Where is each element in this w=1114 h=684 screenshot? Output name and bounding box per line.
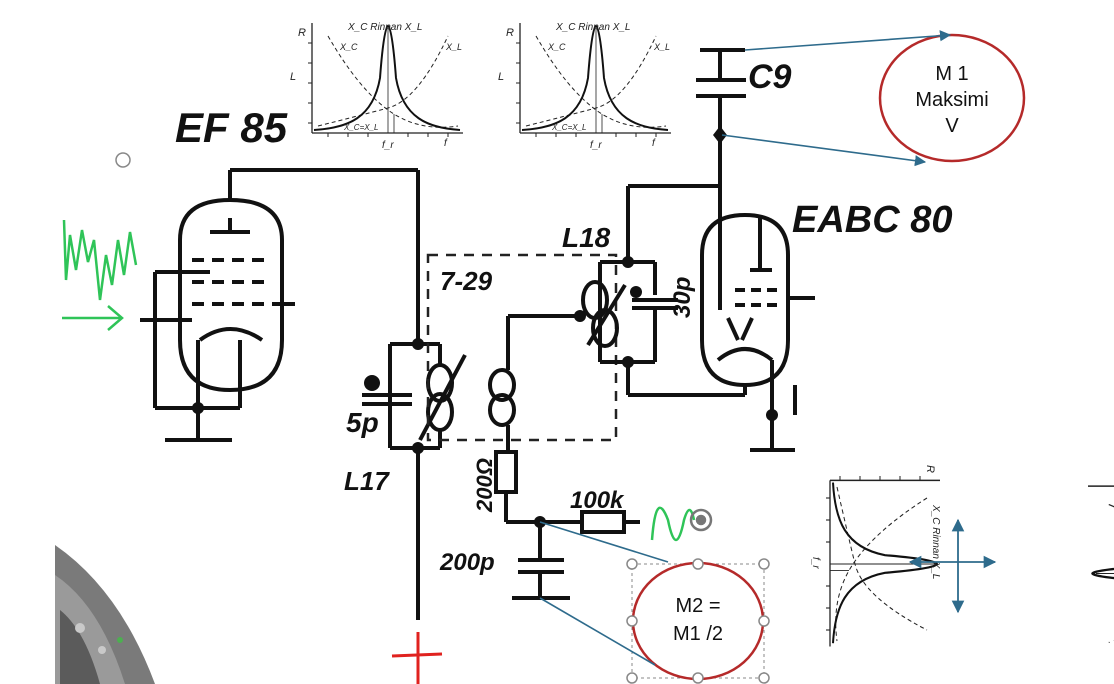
arrow-c9-top <box>744 30 952 51</box>
junction-dot <box>412 338 424 350</box>
resize-handles[interactable] <box>626 558 770 684</box>
graph-f-label: f <box>444 138 448 149</box>
cap-5p-label: 5p <box>346 407 379 438</box>
supply-plus-marker <box>391 632 443 684</box>
graph-xc-eq-xl-label: X_C=X_L <box>551 123 586 132</box>
eabc80-tube <box>700 212 815 452</box>
input-signal-drawing <box>62 219 696 542</box>
junction-diamond <box>713 126 727 144</box>
graph-fr-label: f_r <box>810 557 821 569</box>
resonance-graph-3: X_C Rinnan X_L R f_r <box>810 465 942 648</box>
junction-dot <box>412 442 424 454</box>
m2-line1: M2 = <box>675 595 720 617</box>
graph-r-label: R <box>506 27 514 39</box>
graph-xc-label: X_C <box>339 42 358 52</box>
junction-dot <box>192 402 204 414</box>
res-200-label: 200Ω <box>472 458 497 513</box>
c9-capacitor <box>696 48 746 230</box>
ef85-label: EF 85 <box>175 104 288 151</box>
graph-title-label: X_C Rinnan X_L <box>555 22 631 33</box>
graph-xc-eq-xl-label: X_C=X_L <box>343 123 378 132</box>
graph-title-label: X_C Rinnan X_L <box>347 22 423 33</box>
eabc80-label: EABC 80 <box>792 199 953 241</box>
graph-r-label: R <box>298 27 306 39</box>
rotate-handle[interactable] <box>689 508 713 532</box>
m1-line1: M 1 <box>935 63 968 85</box>
graph-f-label: f <box>652 138 656 149</box>
graph-title-label: X_C Rinnan X_L <box>930 504 941 580</box>
band-label: 7-29 <box>440 266 493 296</box>
line-m2-top <box>539 521 669 563</box>
graph-l-label: L <box>498 71 504 83</box>
filter-network <box>494 450 640 600</box>
graph-xc-label: X_C <box>547 42 566 52</box>
graph-xl-label: X_L <box>653 42 670 52</box>
m2-line2: M1 /2 <box>673 623 723 645</box>
l18-label: L18 <box>562 222 611 253</box>
junction-dot <box>622 356 634 368</box>
resonance-graph-1: R L X_C Rinnan X_L X_C X_L X_C=X_L f_r f <box>290 22 464 151</box>
res-100k-label: 100k <box>570 487 625 514</box>
anchor-handle[interactable] <box>115 152 131 168</box>
trimmer-dot <box>364 375 380 391</box>
shield-box <box>426 253 618 442</box>
graph-l-label: L <box>290 71 296 83</box>
coupling-coil <box>488 314 580 452</box>
callout-m2[interactable]: M2 = M1 /2 <box>626 558 770 684</box>
graph-fr-label: f_r <box>382 140 394 151</box>
junction-dot <box>766 409 778 421</box>
arrow-c9-bottom <box>721 134 927 167</box>
ef85-tube <box>140 168 418 442</box>
line-m2-bottom <box>539 597 656 666</box>
resonance-graph-4 <box>1086 479 1114 662</box>
graph-xl-label: X_L <box>445 42 462 52</box>
c9-label: C9 <box>748 58 792 96</box>
callout-m1[interactable]: M 1 Maksimi V <box>878 33 1026 163</box>
cap-200p-label: 200p <box>439 549 495 576</box>
junction-dot <box>622 256 634 268</box>
resonance-graph-2: R L X_C Rinnan X_L X_C X_L X_C=X_L f_r f <box>498 22 672 151</box>
graph-fr-label: f_r <box>590 140 602 151</box>
trimmer-dot <box>630 286 642 298</box>
m1-line3: V <box>945 115 959 137</box>
l17-label: L17 <box>344 466 390 496</box>
junction-dot <box>574 310 586 322</box>
m1-line2: Maksimi <box>915 89 988 111</box>
graph-r-label: R <box>924 465 936 473</box>
cap-30p-label: 30p <box>669 277 696 318</box>
photo-fragment <box>55 545 155 684</box>
